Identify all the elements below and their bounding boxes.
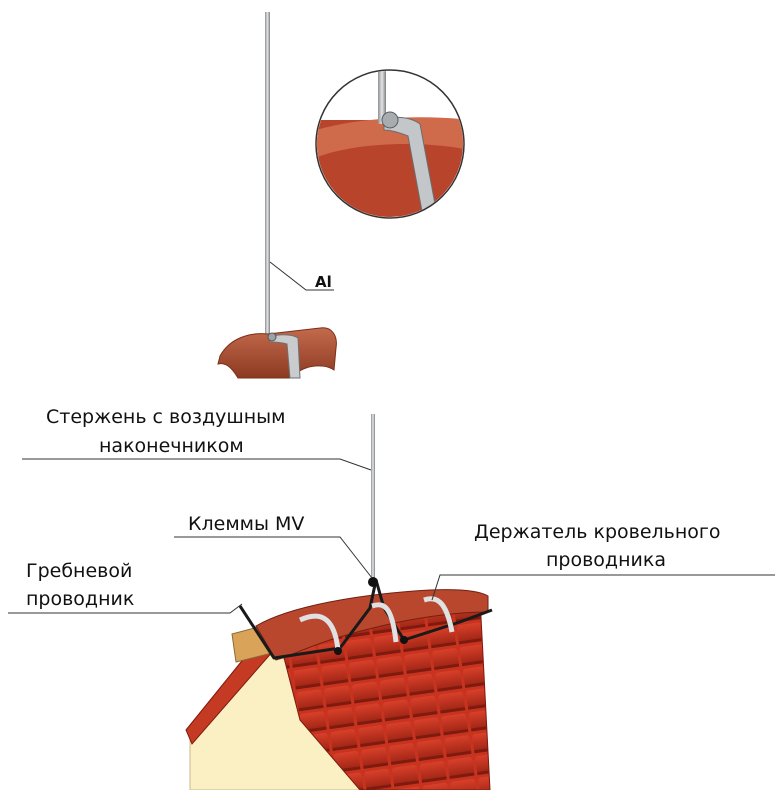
tile-clamp-band [269,334,301,379]
material-label-al: Al [315,273,332,291]
rod-on-ridge-tile-illustration [217,12,337,379]
ridge-tile [217,327,337,379]
ridge-label-line2: проводник [26,588,134,610]
holder-callout: Держатель кровельного проводника [431,521,775,601]
clamps-callout: Клеммы MV [174,513,373,579]
holder-label-line2: проводника [546,549,666,571]
roof-illustration [185,414,493,790]
holder-label-line1: Держатель кровельного [474,521,721,543]
rod-callout: Стержень с воздушным наконечником [22,406,372,471]
magnified-clamp-band [383,116,439,217]
al-callout: Al [269,261,334,291]
air-terminal-rod [265,12,270,337]
ridge-label-line1: Гребневой [26,560,132,582]
mv-clamp-right [400,636,408,644]
magnified-detail [315,69,465,219]
ridge-tiles [255,589,489,661]
rod-label-line2: наконечником [99,435,244,457]
roof-conductor-holders [298,596,455,651]
mv-clamp-left [334,647,342,655]
mv-clamp-top [368,577,378,587]
ridge-conductor-callout: Гребневой проводник [8,560,243,614]
rod-label-line1: Стержень с воздушным [46,406,286,428]
roof-air-terminal-rod [371,414,375,580]
rod-clamp-bolt [267,332,277,342]
clamps-label: Клеммы MV [188,513,304,535]
